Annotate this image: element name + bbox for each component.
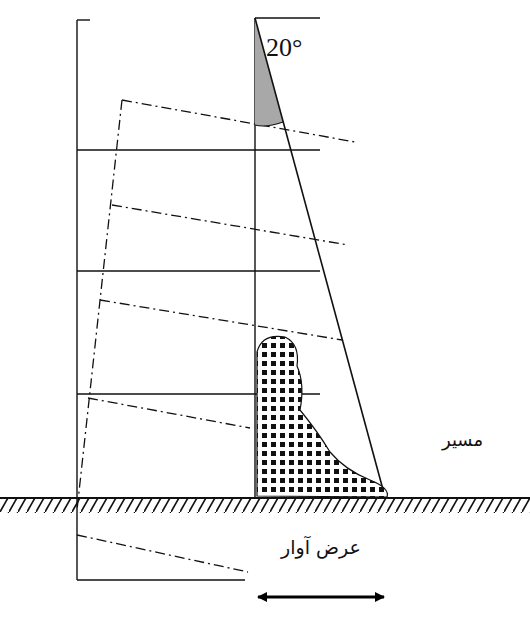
route-label: مسیر <box>442 430 483 450</box>
width-arrow <box>258 596 384 599</box>
ground-line <box>0 497 530 499</box>
debris-heap <box>257 336 387 497</box>
angle-label: 20° <box>266 34 302 63</box>
debris-width-label: عرض آوار <box>281 537 361 558</box>
ground-hatch <box>0 499 530 513</box>
angle-arc <box>255 122 283 126</box>
tilted-building <box>77 100 355 572</box>
